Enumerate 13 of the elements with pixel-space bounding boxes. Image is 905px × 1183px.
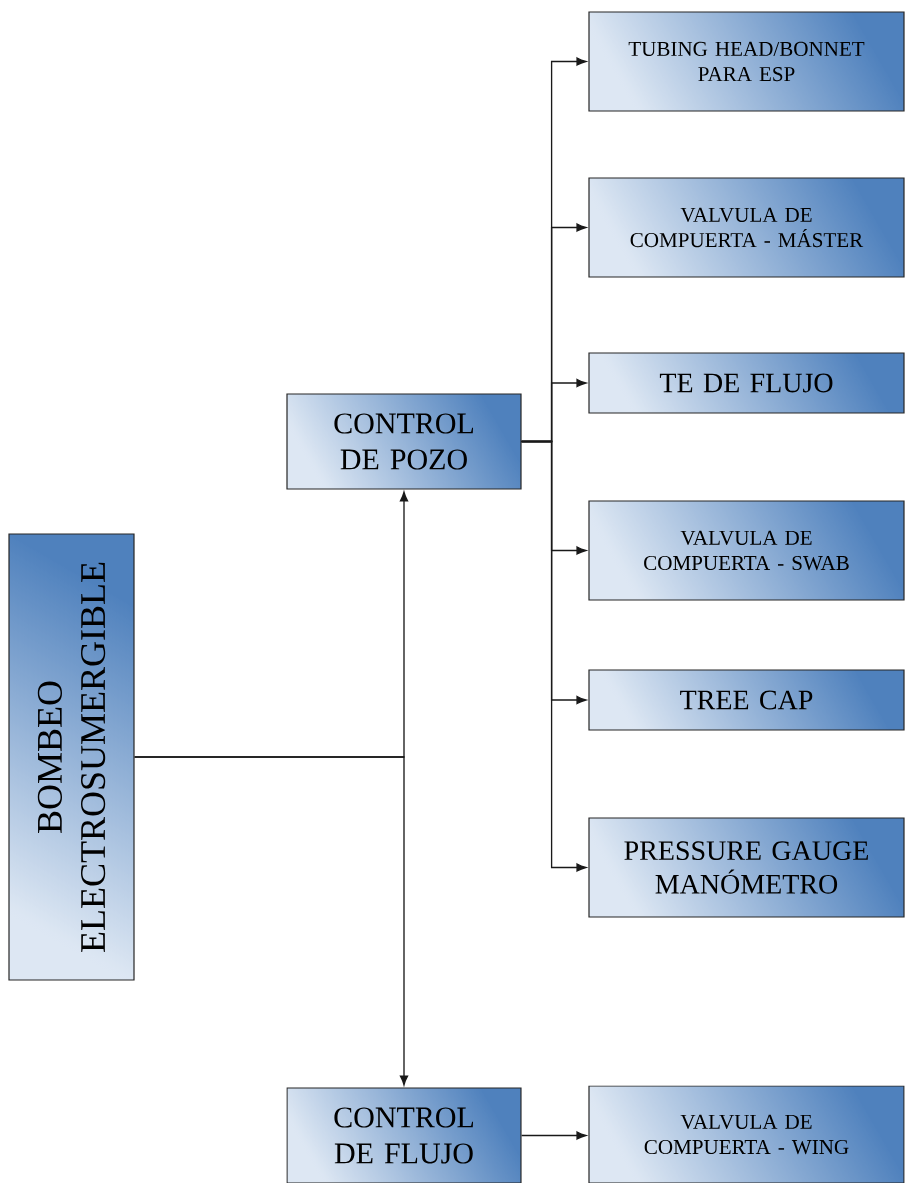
process-box: BOMBEO ELECTROSUMERGIBLE xyxy=(8,533,135,981)
arrow xyxy=(520,1131,587,1140)
process-box: VALVULA DE COMPUERTA - WING xyxy=(588,1085,905,1183)
process-box: CONTROL DE FLUJO xyxy=(286,1087,522,1183)
arrow xyxy=(520,440,587,872)
process-box: VALVULA DE COMPUERTA - SWAB xyxy=(588,500,905,601)
process-box: CONTROL DE POZO xyxy=(286,393,522,490)
process-box: TE DE FLUJO xyxy=(588,352,905,414)
process-box: PRESSURE GAUGE MANÓMETRO xyxy=(588,817,905,918)
process-box: TUBING HEAD/BONNET PARA ESP xyxy=(588,11,905,112)
process-box: TREE CAP xyxy=(588,669,905,731)
arrow xyxy=(133,756,409,1086)
process-box: VALVULA DE COMPUERTA - MÁSTER xyxy=(588,177,905,278)
